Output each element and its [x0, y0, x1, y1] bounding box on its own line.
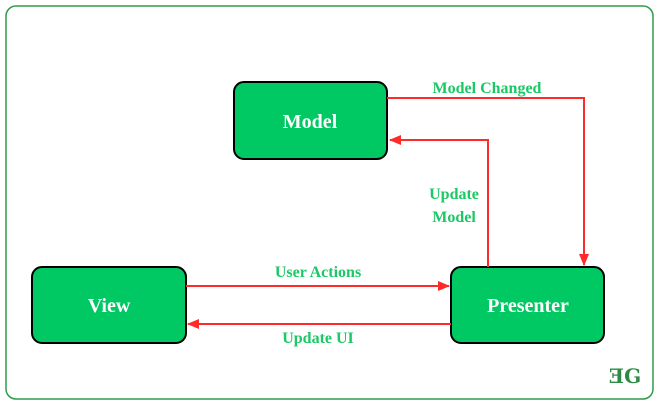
model-changed-label: Model Changed — [433, 80, 542, 97]
model-node: Model — [233, 81, 388, 160]
model-node-label: Model — [283, 111, 338, 133]
presenter-node-label: Presenter — [487, 295, 569, 317]
model-node-box — [233, 81, 388, 160]
update-model-label-line2: Model — [432, 209, 476, 226]
update-ui-label: Update UI — [282, 330, 354, 347]
user-actions-label: User Actions — [275, 264, 361, 281]
view-node-box — [31, 266, 187, 344]
update-model-arrow — [389, 135, 489, 267]
geeksforgeeks-logo-icon: ƎG — [609, 364, 641, 388]
model-changed-arrow — [387, 97, 589, 266]
view-node-label: View — [88, 295, 131, 317]
presenter-node: Presenter — [450, 266, 605, 344]
update-model-label-line1: Update — [429, 186, 479, 203]
view-node: View — [31, 266, 187, 344]
presenter-node-box — [450, 266, 605, 344]
